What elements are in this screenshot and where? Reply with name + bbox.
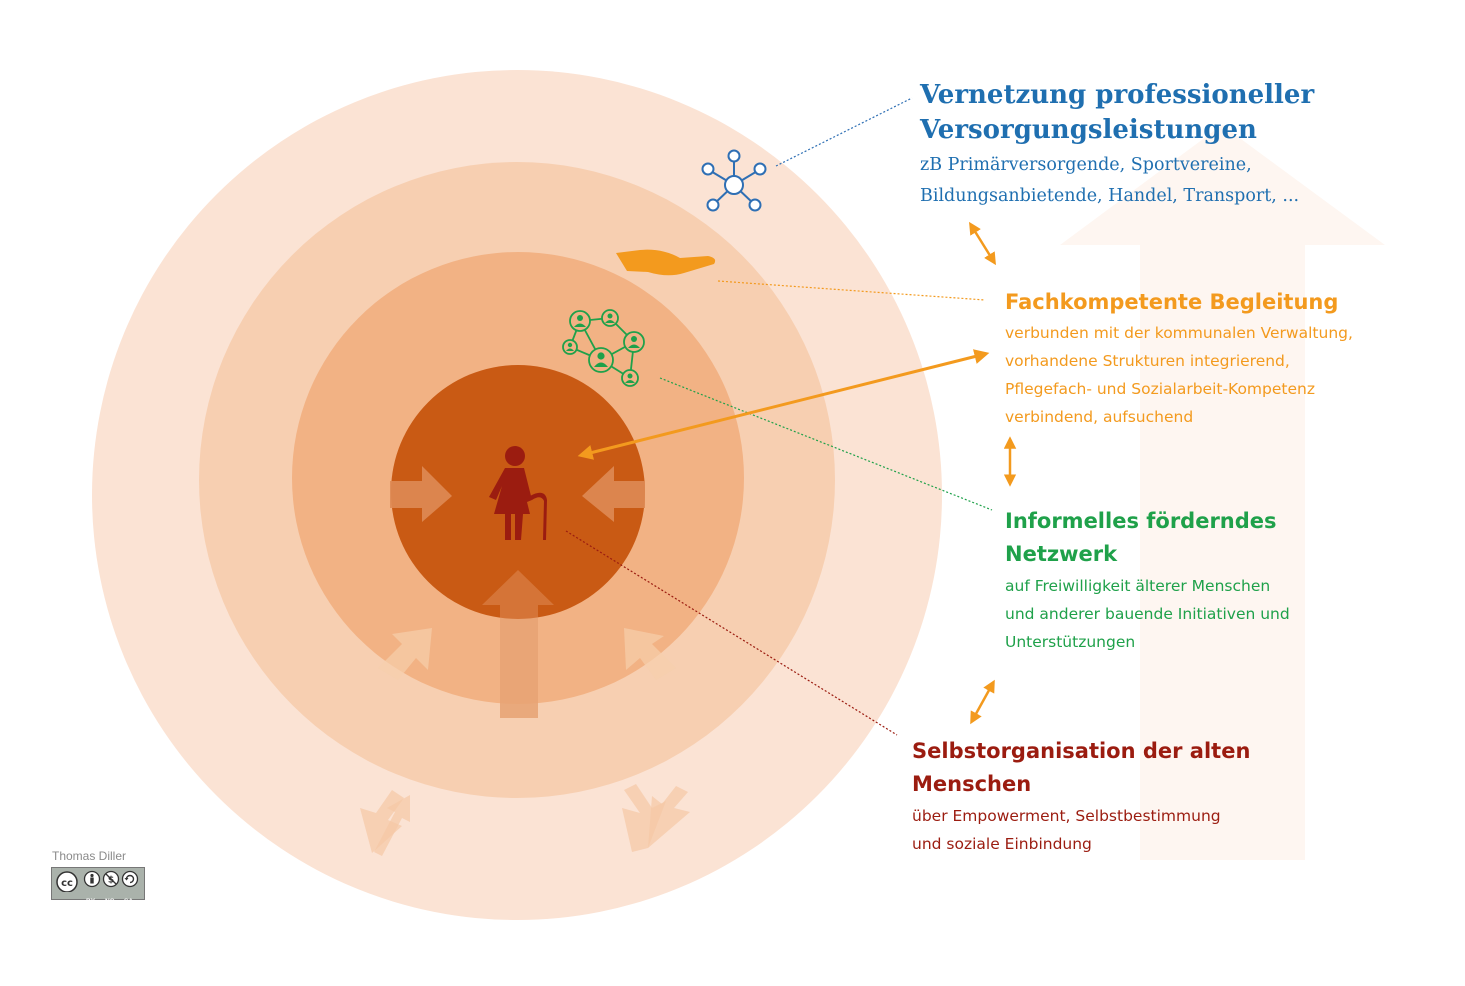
author-credit: Thomas Diller [52, 849, 127, 863]
elderly-person-icon [489, 446, 547, 540]
informal-line-2: und anderer bauende Initiativen und [1005, 605, 1290, 623]
informal-line-3: Unterstützungen [1005, 633, 1136, 651]
network-hub-icon [701, 149, 767, 212]
label-professional: Vernetzung professioneller Versorgungsle… [920, 78, 1440, 210]
expert-title: Fachkompetente Begleitung [1005, 290, 1339, 314]
informal-line-1: auf Freiwilligkeit älterer Menschen [1005, 577, 1271, 595]
creative-commons-icon: cc $ BY NC SA [51, 867, 145, 905]
leader-informal [659, 377, 993, 511]
self-line-1: über Empowerment, Selbstbestimmung [912, 807, 1221, 825]
professional-sub-line1: zB Primärversorgende, Sportvereine, [920, 155, 1252, 175]
license-nc: NC [105, 898, 115, 905]
leader-professional [775, 97, 913, 167]
self-title-line2: Menschen [912, 772, 1032, 796]
professional-sub-line2: Bildungsanbietende, Handel, Transport, .… [920, 186, 1300, 206]
double-arrow-pro-expert [969, 221, 996, 266]
background-up-arrow [1060, 125, 1385, 860]
expert-line-1: verbunden mit der kommunalen Verwaltung, [1005, 324, 1353, 342]
svg-text:$: $ [108, 876, 114, 886]
label-expert: Fachkompetente Begleitung verbunden mit … [1005, 286, 1445, 430]
self-title-line1: Selbstorganisation der alten [912, 739, 1251, 763]
informal-title-line1: Informelles förderndes [1005, 509, 1277, 533]
core-inward-arrows [390, 466, 645, 718]
label-self: Selbstorganisation der alten Menschen üb… [912, 735, 1352, 857]
self-line-2: und soziale Einbindung [912, 835, 1092, 853]
license-by: BY [86, 898, 96, 905]
helping-hand-icon [616, 249, 716, 276]
leader-expert [717, 280, 986, 301]
professional-title-line1: Vernetzung professioneller [920, 80, 1315, 110]
svg-text:cc: cc [61, 878, 73, 889]
leader-self [565, 530, 898, 736]
label-informal: Informelles förderndes Netzwerk auf Frei… [1005, 505, 1425, 655]
expert-line-4: verbindend, aufsuchend [1005, 408, 1194, 426]
expert-to-center-arrow [577, 349, 990, 460]
informal-title-line2: Netzwerk [1005, 542, 1118, 566]
expert-line-3: Pflegefach- und Sozialarbeit-Kompetenz [1005, 380, 1315, 398]
license-sa: SA [124, 898, 134, 905]
professional-title-line2: Versorgungsleistungen [920, 115, 1257, 145]
expert-line-2: vorhandene Strukturen integrierend, [1005, 352, 1290, 370]
double-arrow-informal-self [970, 679, 995, 725]
